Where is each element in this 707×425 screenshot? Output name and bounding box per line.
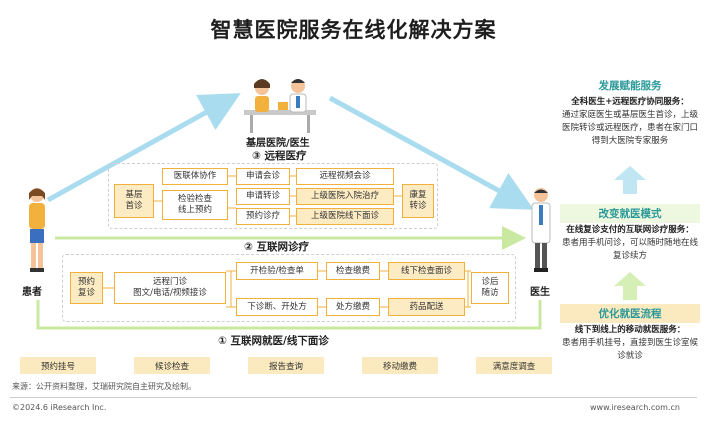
copyright: ©2024.6 iResearch Inc. — [12, 403, 107, 412]
right-heading-change: 改变就医模式 — [560, 204, 700, 223]
section-offline-label: ① 互联网就医/线下面诊 — [218, 335, 329, 347]
remote-section-frame — [108, 163, 438, 229]
box-primary-first-visit: 基层 首诊 — [114, 184, 154, 218]
right-text-change: 在线复诊支付的互联网诊疗服务： 患者用手机问诊，可以随时随地在线复诊续方 — [558, 224, 702, 263]
up-arrow-1 — [614, 166, 646, 194]
box-medical-alliance: 医联体协作 — [162, 168, 228, 185]
right-text-empower: 全科医生+远程医疗协同服务： 通过家庭医生或基层医生首诊，上级医院转诊或远程医疗… — [558, 96, 702, 148]
right-text-empower-bold: 全科医生+远程医疗协同服务： — [571, 97, 689, 107]
internet-section-frame — [62, 254, 516, 322]
right-text-change-body: 患者用手机问诊，可以随时随地在线复诊续方 — [561, 238, 698, 261]
box-apply-consult: 申请会诊 — [236, 168, 290, 185]
right-text-optimize-body: 患者用手机挂号，直接到医生诊室候诊就诊 — [561, 338, 698, 361]
box-exam-order: 开检验/检查单 — [236, 262, 318, 280]
bottom-step-booking: 预约挂号 — [20, 357, 96, 374]
patient-figure — [29, 188, 45, 272]
source-note: 来源：公开资料整理，艾瑞研究院自主研究及绘制。 — [12, 382, 196, 391]
box-remote-video: 远程视频会诊 — [296, 168, 394, 185]
box-exam-booking: 检验检查 线上预约 — [162, 190, 228, 220]
box-diagnose-prescribe: 下诊断、开处方 — [236, 298, 318, 316]
footer-divider — [10, 397, 697, 398]
right-text-change-bold: 在线复诊支付的互联网诊疗服务： — [566, 225, 694, 235]
bottom-step-payment: 移动缴费 — [362, 357, 438, 374]
patient-label: 患者 — [22, 287, 42, 298]
right-heading-empower: 发展赋能服务 — [598, 80, 662, 92]
box-prescription-payment: 处方缴费 — [326, 298, 380, 316]
box-remote-clinic: 远程门诊 图文/电话/视频接诊 — [114, 272, 226, 304]
section-internet-label: ② 互联网诊疗 — [244, 241, 310, 253]
bottom-step-report: 报告查询 — [248, 357, 324, 374]
box-offline-exam: 线下检查面诊 — [388, 262, 465, 280]
box-drug-delivery: 药品配送 — [388, 298, 465, 316]
box-exam-payment: 检查缴费 — [326, 262, 380, 280]
box-upper-offline: 上级医院线下面诊 — [296, 208, 394, 225]
box-rehab-transfer: 康复 转诊 — [402, 184, 434, 218]
up-arrow-2 — [614, 272, 646, 300]
box-upper-admit: 上级医院入院治疗 — [296, 188, 394, 205]
arrow-offline-loop — [36, 300, 542, 330]
box-book-diagnosis: 预约诊疗 — [236, 208, 290, 225]
page-title: 智慧医院服务在线化解决方案 — [210, 18, 497, 42]
right-text-empower-body: 通过家庭医生或基层医生首诊，上级医院转诊或远程医疗，患者在家门口得到大医院专家服… — [561, 110, 698, 146]
bottom-step-survey: 满意度调查 — [476, 357, 552, 374]
website: www.iresearch.com.cn — [590, 403, 680, 412]
doctor-label: 医生 — [530, 287, 550, 298]
arrow-primary-to-doctor — [328, 95, 534, 210]
box-booking-revisit: 预约 复诊 — [70, 272, 103, 304]
bottom-step-waiting: 候诊检查 — [134, 357, 210, 374]
box-apply-transfer: 申请转诊 — [236, 188, 290, 205]
box-followup: 诊后 随访 — [471, 272, 509, 304]
doctor-figure — [531, 188, 551, 272]
section-remote-label: ③ 远程医疗 — [252, 150, 307, 162]
right-text-optimize: 线下到线上的移动就医服务： 患者用手机挂号，直接到医生诊室候诊就诊 — [558, 324, 702, 363]
right-heading-optimize: 优化就医流程 — [560, 304, 700, 323]
arrow-patient-to-primary — [46, 93, 241, 203]
primary-hospital-label: 基层医院/医生 — [246, 138, 310, 149]
consultation-illustration — [244, 79, 316, 133]
right-text-optimize-bold: 线下到线上的移动就医服务： — [574, 325, 686, 335]
